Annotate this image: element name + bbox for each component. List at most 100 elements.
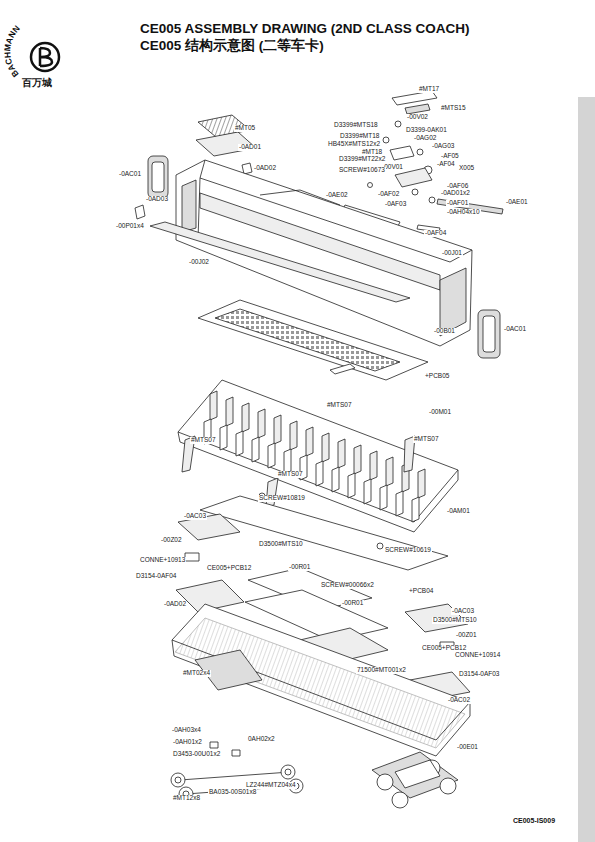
callout-label: +PCB05	[424, 373, 450, 380]
callout-label: -0AE02	[325, 192, 349, 199]
callout-label: D3399#MT18	[339, 133, 380, 140]
callout-label: -0AH03x4	[171, 727, 202, 734]
callout-label: +PCB04	[408, 588, 434, 595]
callout-label: 71500#MT001x2	[356, 667, 407, 674]
callout-label: HB45X#MTS12x2	[327, 141, 381, 148]
callout-label: D3500#MTS10	[432, 617, 478, 624]
seat-back	[252, 437, 259, 462]
seat-back	[220, 425, 227, 450]
seat-back	[332, 467, 339, 492]
callout-label: -0AH01x2	[172, 739, 203, 746]
brand-chinese: 百万城	[22, 76, 52, 90]
seat-back	[370, 451, 377, 480]
seat-back	[226, 397, 233, 426]
callout-label: #MTS07	[326, 402, 353, 409]
seat-back	[290, 421, 297, 450]
callout-label: CONNE+10913	[139, 557, 186, 564]
callout-label: D3399#MTS18	[333, 122, 379, 129]
callout-label: -0AC01	[118, 171, 142, 178]
callout-label: #MTS07	[190, 437, 217, 444]
callout-label: -0AD01x2	[440, 190, 471, 197]
callout-label: -00M01	[428, 409, 452, 416]
callout-label: CE005+PCB12	[206, 565, 252, 572]
seat-back	[380, 485, 387, 510]
callout-label: SCREW#10819	[258, 495, 306, 502]
callout-label: -0AD01	[238, 144, 262, 151]
callout-label: -0AF01	[446, 200, 469, 207]
parts	[135, 91, 503, 808]
callout-label: -00R01	[341, 600, 364, 607]
callout-label: -00R01	[288, 564, 311, 571]
seat-back	[242, 403, 249, 432]
seat-back	[236, 431, 243, 456]
callout-label: -AF05	[440, 153, 460, 160]
callout-label: -00B01	[433, 328, 456, 335]
callout-label: BA035-00S01x8	[208, 789, 257, 796]
seat-back	[306, 427, 313, 456]
callout-label: LZ244#MTZ04x4	[245, 782, 297, 789]
callout-label: SCREW#10619	[384, 547, 432, 554]
callout-label: #MTS07	[277, 471, 304, 478]
callout-label: -00J01	[441, 250, 463, 257]
callout-label: -0AC02	[447, 697, 471, 704]
callout-label: -00P01x4	[115, 223, 145, 230]
callout-label: -00Z01	[455, 632, 478, 639]
callout-label: -0AF06	[446, 183, 469, 190]
seat-back	[396, 491, 403, 516]
callout-label: CONNE+10914	[454, 652, 501, 659]
seat-back	[274, 415, 281, 444]
side-bar	[578, 97, 595, 842]
logo-mark	[40, 48, 52, 66]
seat-back	[322, 433, 329, 462]
brand-name: BACHMANN	[2, 23, 22, 79]
logo-ring	[31, 43, 59, 71]
callout-label: #MT05	[234, 125, 256, 132]
seat-back	[354, 445, 361, 474]
seat-back	[386, 457, 393, 486]
title: CE005 ASSEMBLY DRAWING (2ND CLASS COACH)	[140, 22, 470, 37]
callout-label: -0AF02	[377, 191, 400, 198]
callout-label: -0AD02	[163, 601, 187, 608]
callout-label: -0AF03	[384, 201, 407, 208]
callout-label: #MT17	[418, 86, 440, 93]
callout-label: #MTS15	[440, 105, 467, 112]
callout-label: #MTS07	[413, 436, 440, 443]
callout-label: D3154-0AF04	[135, 573, 177, 580]
callout-label: -0AC03	[451, 608, 475, 615]
seat-back	[348, 473, 355, 498]
callout-label: -0AC03	[183, 513, 207, 520]
callout-label: -0AH04x10	[446, 209, 481, 216]
document-code: CE005-IS009	[513, 817, 555, 824]
callout-label: -00V02	[406, 114, 429, 121]
seat-back	[364, 479, 371, 504]
callout-label: -00E01	[456, 744, 479, 751]
seat-back	[412, 497, 419, 522]
callout-label: -0AG02	[413, 135, 437, 142]
callout-label: D3154-0AF03	[458, 671, 500, 678]
seat-back	[268, 443, 275, 468]
callout-label: D3399-0AK01	[405, 127, 448, 134]
callout-label: #MT12x8	[172, 795, 201, 802]
seat-back	[338, 439, 345, 468]
callout-label: 0AH02x2	[247, 736, 276, 743]
callout-label: D3500#MTS10	[258, 541, 304, 548]
callout-label: D3399#MT22x2	[338, 156, 386, 163]
logo-arc-text: BACHMANN	[2, 23, 22, 79]
seat-back	[210, 391, 217, 420]
callout-label: #MT02x4	[182, 670, 211, 677]
callout-label: SCREW#00066x2	[320, 582, 375, 589]
callout-label: -0AD02	[253, 165, 277, 172]
callout-label: -0AE01	[505, 199, 529, 206]
callout-label: D3453-00U01x2	[172, 751, 221, 758]
callout-label: -AF04	[436, 161, 456, 168]
callout-label: #MT18	[361, 149, 383, 156]
callout-label: CE005+PCB12	[421, 645, 467, 652]
callout-label: -00Z02	[160, 537, 183, 544]
callout-label: X005	[458, 165, 475, 172]
seat-back	[418, 469, 425, 498]
seat-back	[316, 461, 323, 486]
subtitle: CE005 结构示意图 (二等车卡)	[140, 39, 324, 54]
callout-label: -0AD03	[145, 196, 169, 203]
callout-label: -00J02	[188, 259, 210, 266]
